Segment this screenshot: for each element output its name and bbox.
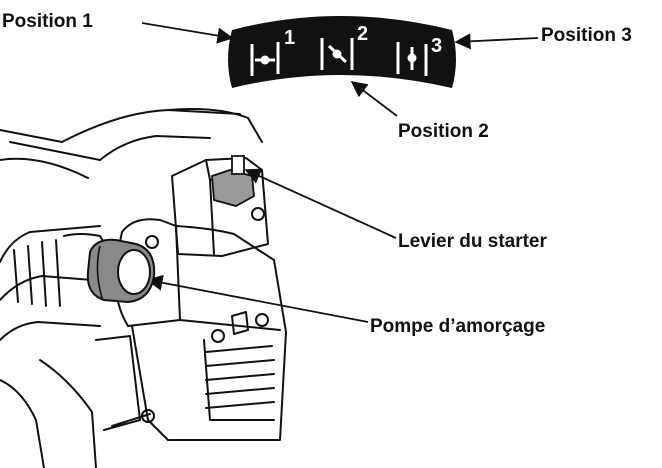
label-primer-bulb: Pompe d’amorçage — [370, 316, 546, 337]
arrow-position-1 — [141, 22, 234, 44]
arrow-position-2 — [350, 81, 398, 117]
primer-bulb — [86, 238, 156, 304]
choke-half-open-icon — [320, 38, 354, 70]
arrow-primer-bulb — [146, 274, 369, 323]
selector-digit-2: 2 — [357, 23, 368, 45]
choke-closed-icon — [250, 42, 280, 76]
label-position-1: Position 1 — [2, 11, 93, 32]
arrow-choke-lever — [244, 168, 397, 239]
choke-selector-plate: 1 2 3 — [228, 16, 456, 88]
arrow-position-3 — [454, 33, 539, 50]
label-position-3: Position 3 — [541, 25, 632, 46]
selector-digit-1: 1 — [284, 27, 295, 49]
label-choke-lever: Levier du starter — [398, 231, 547, 252]
choke-open-icon — [396, 42, 428, 76]
selector-digit-3: 3 — [431, 35, 442, 57]
callout-arrows — [141, 22, 539, 323]
label-position-2: Position 2 — [398, 121, 489, 142]
engine-outline — [0, 108, 287, 468]
choke-lever — [211, 155, 255, 207]
